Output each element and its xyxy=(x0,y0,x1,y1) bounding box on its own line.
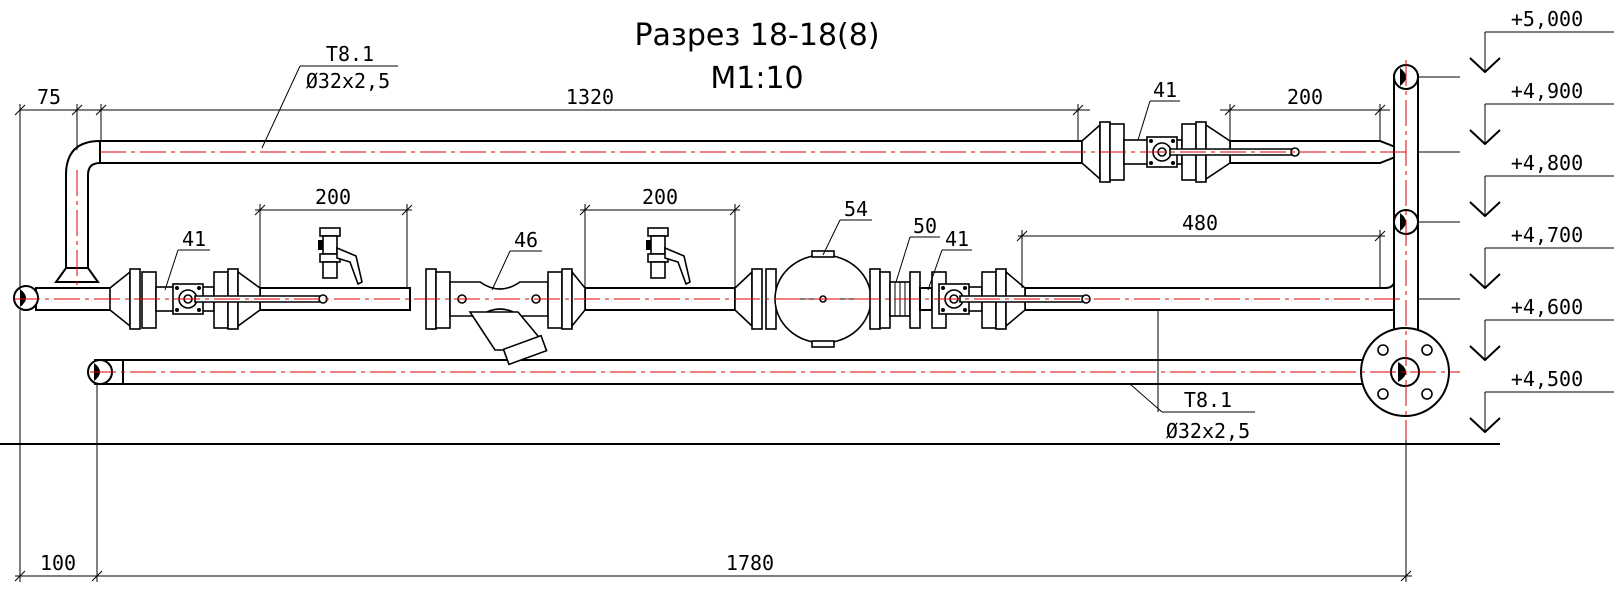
dimension-lines xyxy=(14,104,1412,582)
drawing-scale: М1:10 xyxy=(710,61,803,96)
dimension-200-left: 200 xyxy=(315,185,351,209)
elevation-marker: +5,000 xyxy=(1469,7,1614,74)
elevation-arrow xyxy=(1469,201,1501,218)
centerlines xyxy=(14,60,1460,440)
callout-valve-left: 41 xyxy=(182,227,206,251)
y-strainer xyxy=(425,268,586,366)
upper-pipe-tag: Т8.1 xyxy=(326,42,374,66)
elevation-marker: +4,500 xyxy=(1469,367,1614,434)
callout-compensator: 50 xyxy=(913,214,937,238)
elevation-marker: +4,900 xyxy=(1469,79,1614,146)
elevation-label: +4,800 xyxy=(1511,151,1583,175)
bellows-compensator xyxy=(879,271,933,329)
dimension-100: 100 xyxy=(40,551,76,575)
dimension-480: 480 xyxy=(1182,211,1218,235)
round-flange xyxy=(1360,327,1450,417)
elevation-arrow xyxy=(1469,345,1501,362)
elevation-label: +4,600 xyxy=(1511,295,1583,319)
elevation-arrow xyxy=(1469,129,1501,146)
elevation-marker: +4,700 xyxy=(1469,223,1614,290)
elevation-marker: +4,800 xyxy=(1469,151,1614,218)
dimension-1320: 1320 xyxy=(566,85,614,109)
dimension-75: 75 xyxy=(37,85,61,109)
elevation-group: +5,000 +4,900 +4,800 +4,700 +4,600 +4,500 xyxy=(1469,7,1614,434)
pressure-gauge-left xyxy=(317,227,363,285)
leader-lines xyxy=(164,65,1255,413)
elevation-label: +4,700 xyxy=(1511,223,1583,247)
callout-filter: 54 xyxy=(844,197,868,221)
lower-pipe-tag: Т8.1 xyxy=(1184,388,1232,412)
upper-pipe-size: Ø32x2,5 xyxy=(306,69,390,93)
elevation-label: +4,900 xyxy=(1511,79,1583,103)
callout-valve-upper: 41 xyxy=(1153,78,1177,102)
dimension-200-upper: 200 xyxy=(1287,85,1323,109)
left-riser xyxy=(54,139,101,283)
elevation-label: +4,500 xyxy=(1511,367,1583,391)
drawing-title: Разрез 18-18(8) xyxy=(634,18,879,53)
dimension-200-right: 200 xyxy=(642,185,678,209)
dimension-1780: 1780 xyxy=(726,551,774,575)
callout-strainer: 46 xyxy=(514,228,538,252)
elevation-arrow xyxy=(1469,57,1501,74)
callout-valve-middle: 41 xyxy=(945,227,969,251)
pressure-gauge-right xyxy=(645,227,691,285)
elevation-arrow xyxy=(1469,417,1501,434)
lower-pipe-size: Ø32x2,5 xyxy=(1166,419,1250,443)
elevation-arrow xyxy=(1469,273,1501,290)
elevation-marks xyxy=(1418,76,1460,300)
elevation-marker: +4,600 xyxy=(1469,295,1614,362)
elevation-label: +5,000 xyxy=(1511,7,1583,31)
left-pipe-end-cap xyxy=(13,285,39,311)
